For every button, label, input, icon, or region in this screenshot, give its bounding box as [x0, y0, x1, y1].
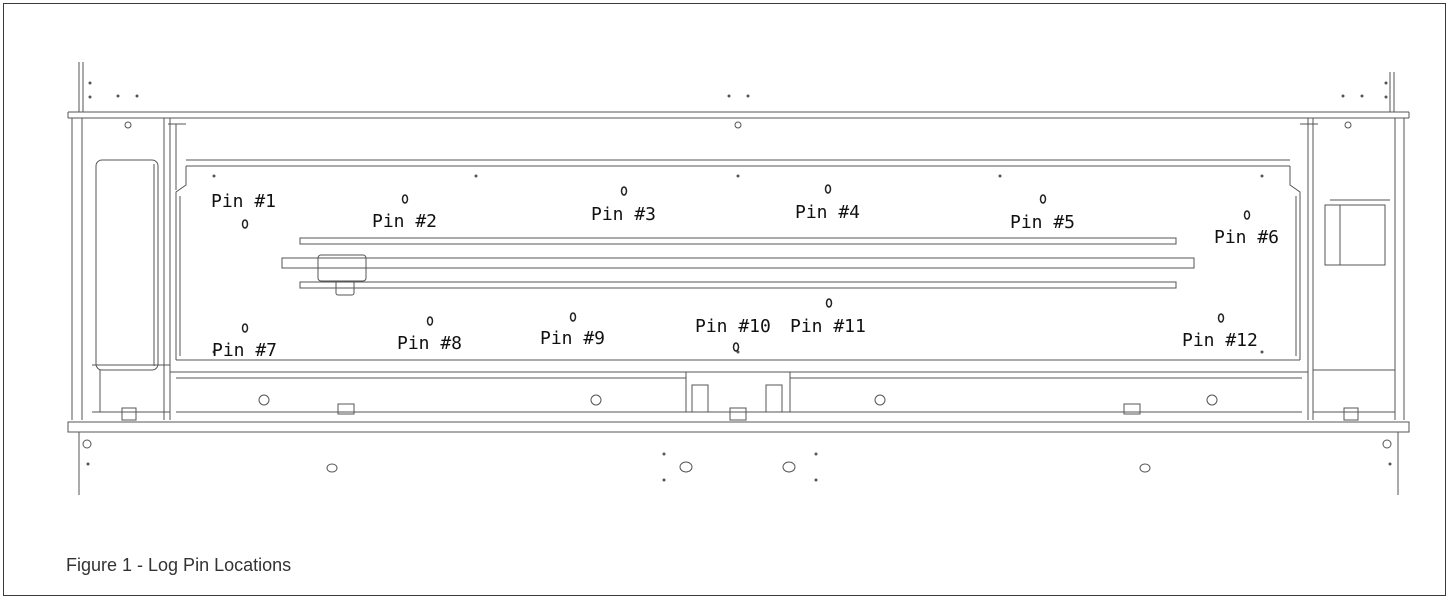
burner-assembly — [281, 237, 1195, 296]
pin-3-label: Pin #3 — [591, 204, 656, 225]
fireplace-drawing: Pin #1 Pin #2 Pin #3 Pin #4 Pin #5 Pin #… — [67, 62, 1410, 495]
right-side-frame — [1300, 118, 1405, 420]
pin-5-marker — [1039, 194, 1047, 204]
pin-5: Pin #5 — [1010, 194, 1075, 233]
pin-11-label: Pin #11 — [790, 316, 866, 337]
pin-10-label: Pin #10 — [695, 316, 771, 337]
pin-10: Pin #10 — [695, 316, 771, 352]
pin-6-marker — [1243, 210, 1251, 220]
pin-4: Pin #4 — [795, 184, 860, 223]
left-side-frame — [71, 118, 186, 420]
pin-11-marker — [825, 298, 833, 308]
pin-7-marker — [241, 323, 249, 333]
pin-6-label: Pin #6 — [1214, 227, 1279, 248]
pin-8: Pin #8 — [397, 316, 462, 354]
pin-6: Pin #6 — [1214, 210, 1279, 248]
pin-8-label: Pin #8 — [397, 333, 462, 354]
pin-12-marker — [1217, 313, 1225, 323]
figure-frame — [3, 3, 1446, 596]
pin-4-marker — [824, 184, 832, 194]
pin-1-marker — [241, 219, 249, 229]
pin-3-marker — [620, 186, 628, 196]
figure-caption: Figure 1 - Log Pin Locations — [66, 555, 292, 575]
pin-2-marker — [401, 194, 409, 204]
pin-5-label: Pin #5 — [1010, 212, 1075, 233]
top-panel — [67, 62, 1410, 119]
pin-11: Pin #11 — [790, 298, 866, 337]
pin-7: Pin #7 — [212, 323, 277, 361]
firebox-outline — [175, 159, 1301, 361]
pin-9: Pin #9 — [540, 312, 605, 349]
pin-2: Pin #2 — [372, 194, 437, 232]
pin-2-label: Pin #2 — [372, 211, 437, 232]
pin-3: Pin #3 — [591, 186, 656, 225]
pin-12: Pin #12 — [1182, 313, 1258, 351]
pin-10-marker — [732, 342, 740, 352]
pin-1: Pin #1 — [211, 191, 276, 229]
bottom-assembly — [67, 371, 1410, 495]
pin-9-label: Pin #9 — [540, 328, 605, 349]
mounting-bolts — [124, 121, 1352, 406]
pin-7-label: Pin #7 — [212, 340, 277, 361]
pin-1-label: Pin #1 — [211, 191, 276, 212]
pin-8-marker — [426, 316, 434, 326]
pin-4-label: Pin #4 — [795, 202, 860, 223]
pin-12-label: Pin #12 — [1182, 330, 1258, 351]
pin-9-marker — [569, 312, 577, 322]
screw-holes — [86, 81, 1392, 482]
